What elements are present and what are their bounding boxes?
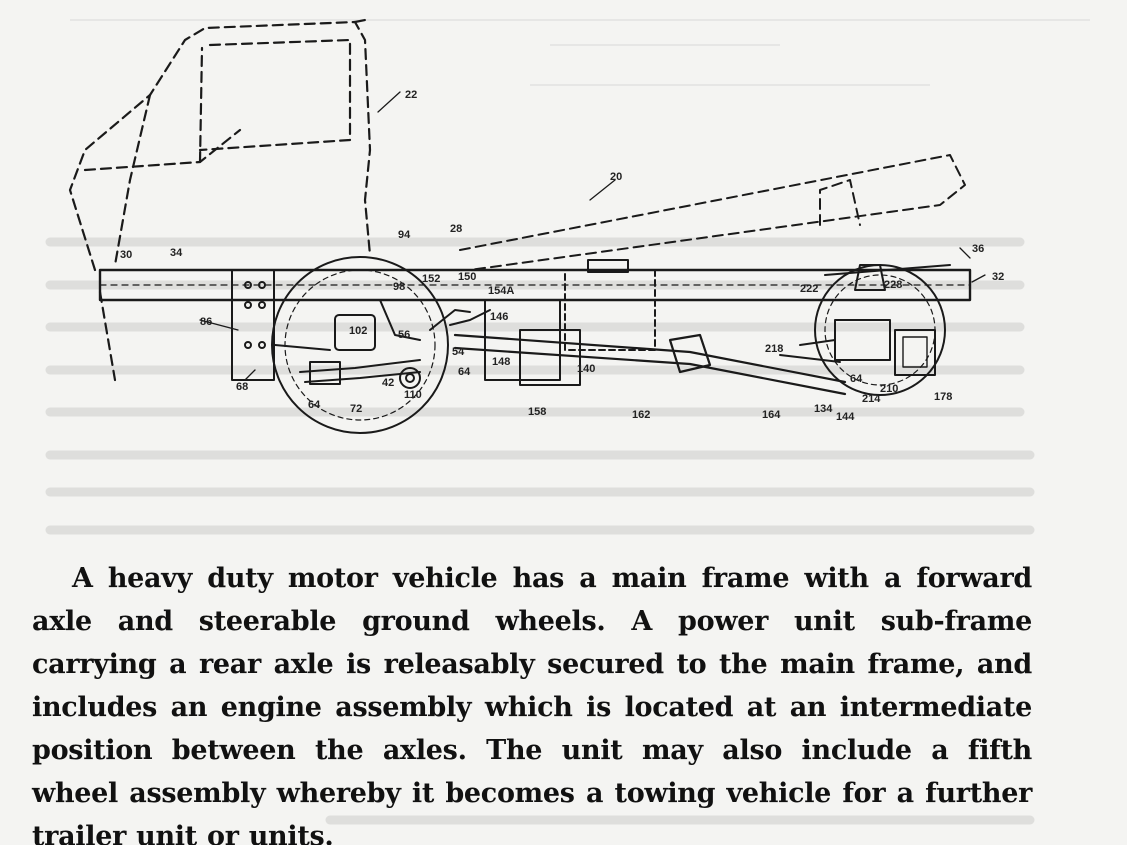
label-154a: 154A (488, 285, 514, 297)
label-36: 36 (972, 243, 984, 255)
label-68: 68 (236, 381, 248, 393)
cab-outline (68, 18, 372, 382)
label-210: 210 (880, 383, 898, 395)
label-178: 178 (934, 391, 952, 403)
label-110: 110 (404, 389, 422, 401)
label-140: 140 (577, 363, 595, 375)
label-94: 94 (398, 229, 411, 241)
abstract-paragraph: A heavy duty motor vehicle has a main fr… (32, 563, 1032, 845)
label-162: 162 (632, 409, 650, 421)
label-98: 98 (393, 281, 405, 293)
label-222: 222 (800, 283, 818, 295)
label-152: 152 (422, 273, 440, 285)
leader-lines (199, 91, 986, 381)
label-146: 146 (490, 311, 508, 323)
label-158: 158 (528, 406, 546, 418)
label-134: 134 (814, 403, 833, 415)
label-64-c: 64 (850, 373, 863, 385)
label-56: 56 (398, 329, 410, 341)
label-34: 34 (170, 247, 183, 259)
label-54: 54 (452, 346, 465, 358)
label-144: 144 (836, 411, 855, 423)
label-42: 42 (382, 377, 394, 389)
front-bracket (231, 269, 275, 381)
label-28: 28 (450, 223, 462, 235)
label-218: 218 (765, 343, 783, 355)
label-30: 30 (120, 249, 132, 261)
label-20: 20 (610, 171, 622, 183)
label-148: 148 (492, 356, 510, 368)
label-102: 102 (349, 325, 367, 337)
label-22: 22 (405, 89, 417, 101)
label-86: 86 (200, 316, 212, 328)
label-150: 150 (458, 271, 476, 283)
label-72: 72 (350, 403, 362, 415)
label-64-b: 64 (308, 399, 321, 411)
label-32: 32 (992, 271, 1004, 283)
label-228: 228 (884, 279, 902, 291)
drive-shaft (453, 333, 847, 396)
label-64-a: 64 (458, 366, 471, 378)
front-suspension (274, 299, 421, 385)
dump-body-outline (459, 154, 966, 271)
reference-labels: 22 20 30 34 94 28 36 32 86 98 152 150 15… (120, 89, 1004, 423)
rear-axle-assembly (779, 264, 936, 376)
label-214: 214 (862, 393, 881, 405)
label-164: 164 (762, 409, 781, 421)
patent-drawing: 22 20 30 34 94 28 36 32 86 98 152 150 15… (68, 18, 1004, 434)
